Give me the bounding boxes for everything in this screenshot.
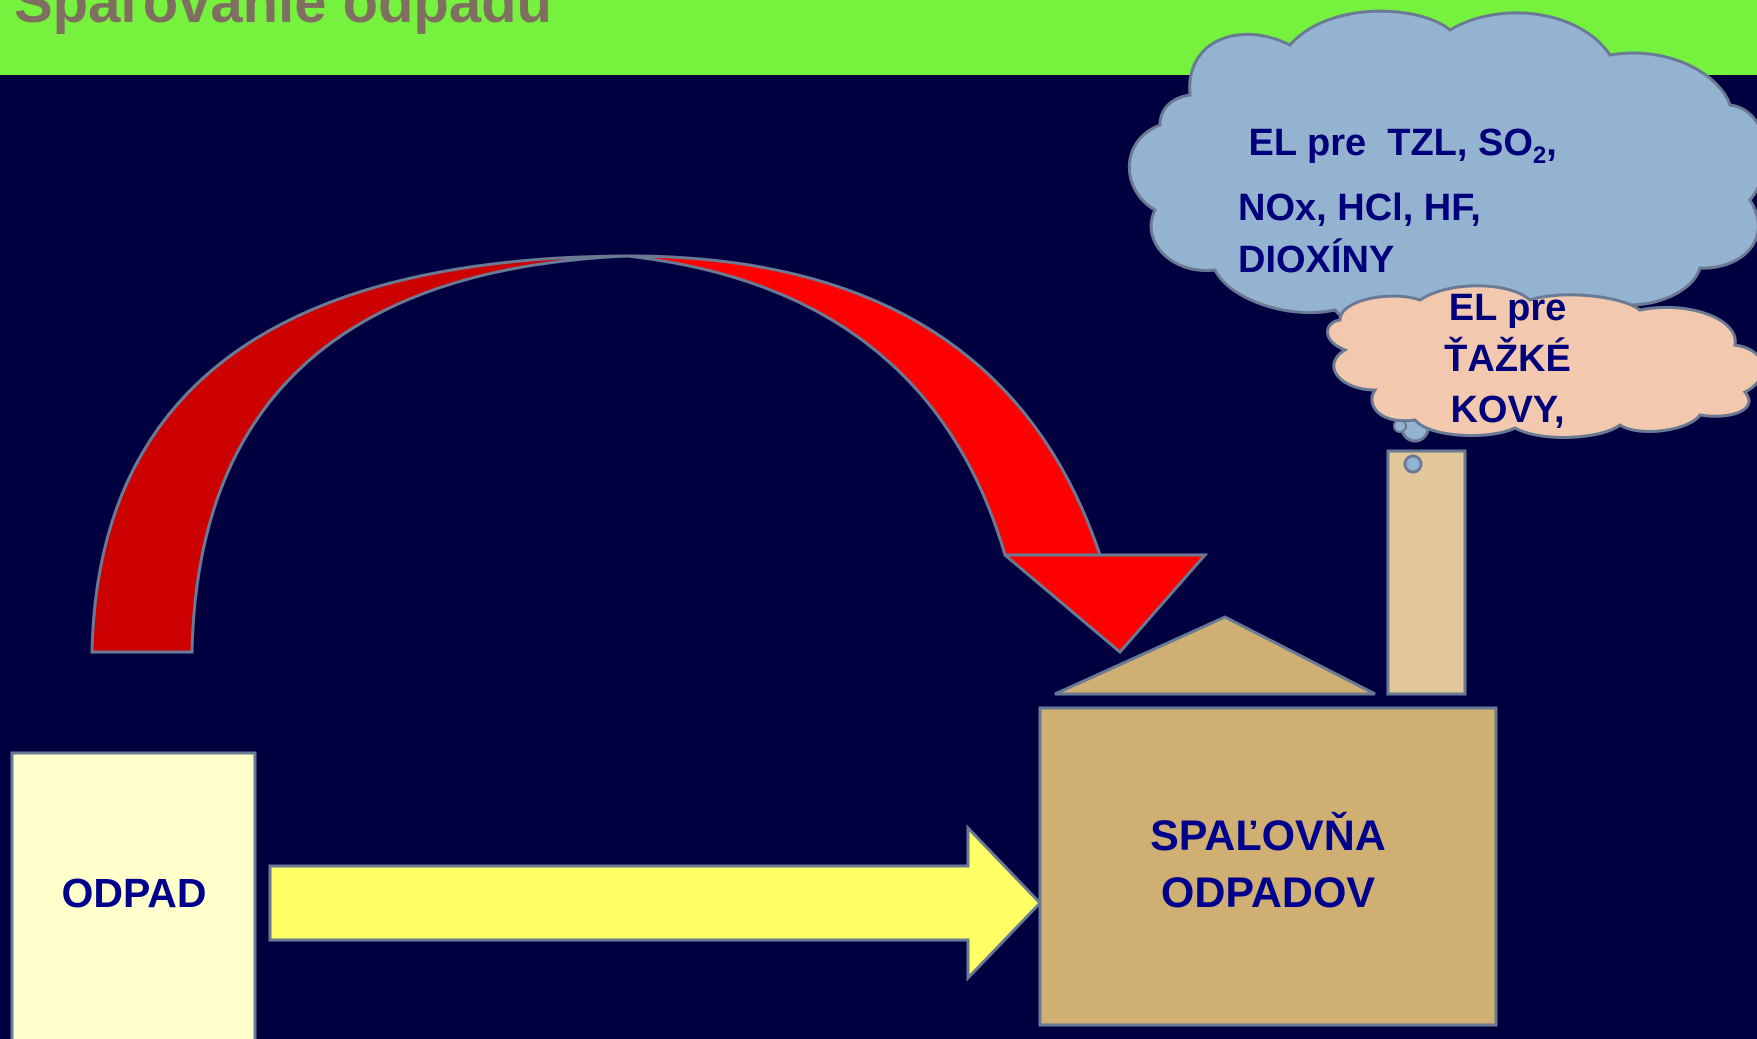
curved-arrow-head: [1004, 553, 1209, 655]
plant-roof: [1054, 615, 1376, 696]
page-title: Spaľovanie odpadu: [14, 0, 552, 35]
cloud-emissions-line3: DIOXÍNY: [1238, 239, 1395, 281]
cloud-emissions-text: EL pre TZL, SO2, NOx, HCl, HF, DIOXÍNY: [1238, 117, 1557, 286]
incinerator-label-line2: ODPADOV: [1160, 869, 1376, 917]
straight-yellow-arrow: [268, 824, 1043, 982]
incinerator-label-line1: SPAĽOVŇA: [1150, 812, 1386, 860]
cloud-emissions-line1: EL pre TZL, SO2,: [1238, 117, 1557, 182]
cloud-emissions-line2: NOx, HCl, HF,: [1238, 187, 1481, 229]
cloud-emissions-subscript: 2: [1532, 142, 1547, 169]
odpad-box: [10, 751, 257, 1039]
cloud-metals-line3: KOVY,: [1450, 389, 1565, 431]
cloud-metals: [1326, 284, 1757, 439]
chimney: [1386, 449, 1467, 696]
curved-red-arrow: [90, 254, 1209, 655]
cloud-metals-line2: ŤAŽKÉ: [1444, 338, 1571, 380]
incinerator-label: SPAĽOVŇA ODPADOV: [1040, 808, 1496, 922]
cloud-emissions-line1-text: EL pre TZL, SO: [1238, 122, 1533, 164]
cloud-emissions-line1-comma: ,: [1546, 122, 1557, 164]
plant-building: [1038, 706, 1498, 1027]
cloud-metals-line1: EL pre: [1448, 287, 1567, 329]
cloud-metals-text: EL pre ŤAŽKÉ KOVY,: [1420, 283, 1595, 436]
smoke-bubble-small: [1403, 454, 1423, 474]
curved-arrow-right-half: [627, 254, 1103, 557]
odpad-label: ODPAD: [61, 870, 207, 916]
cloud-emissions: [1127, 9, 1757, 338]
curved-arrow-left-half: [90, 254, 629, 654]
